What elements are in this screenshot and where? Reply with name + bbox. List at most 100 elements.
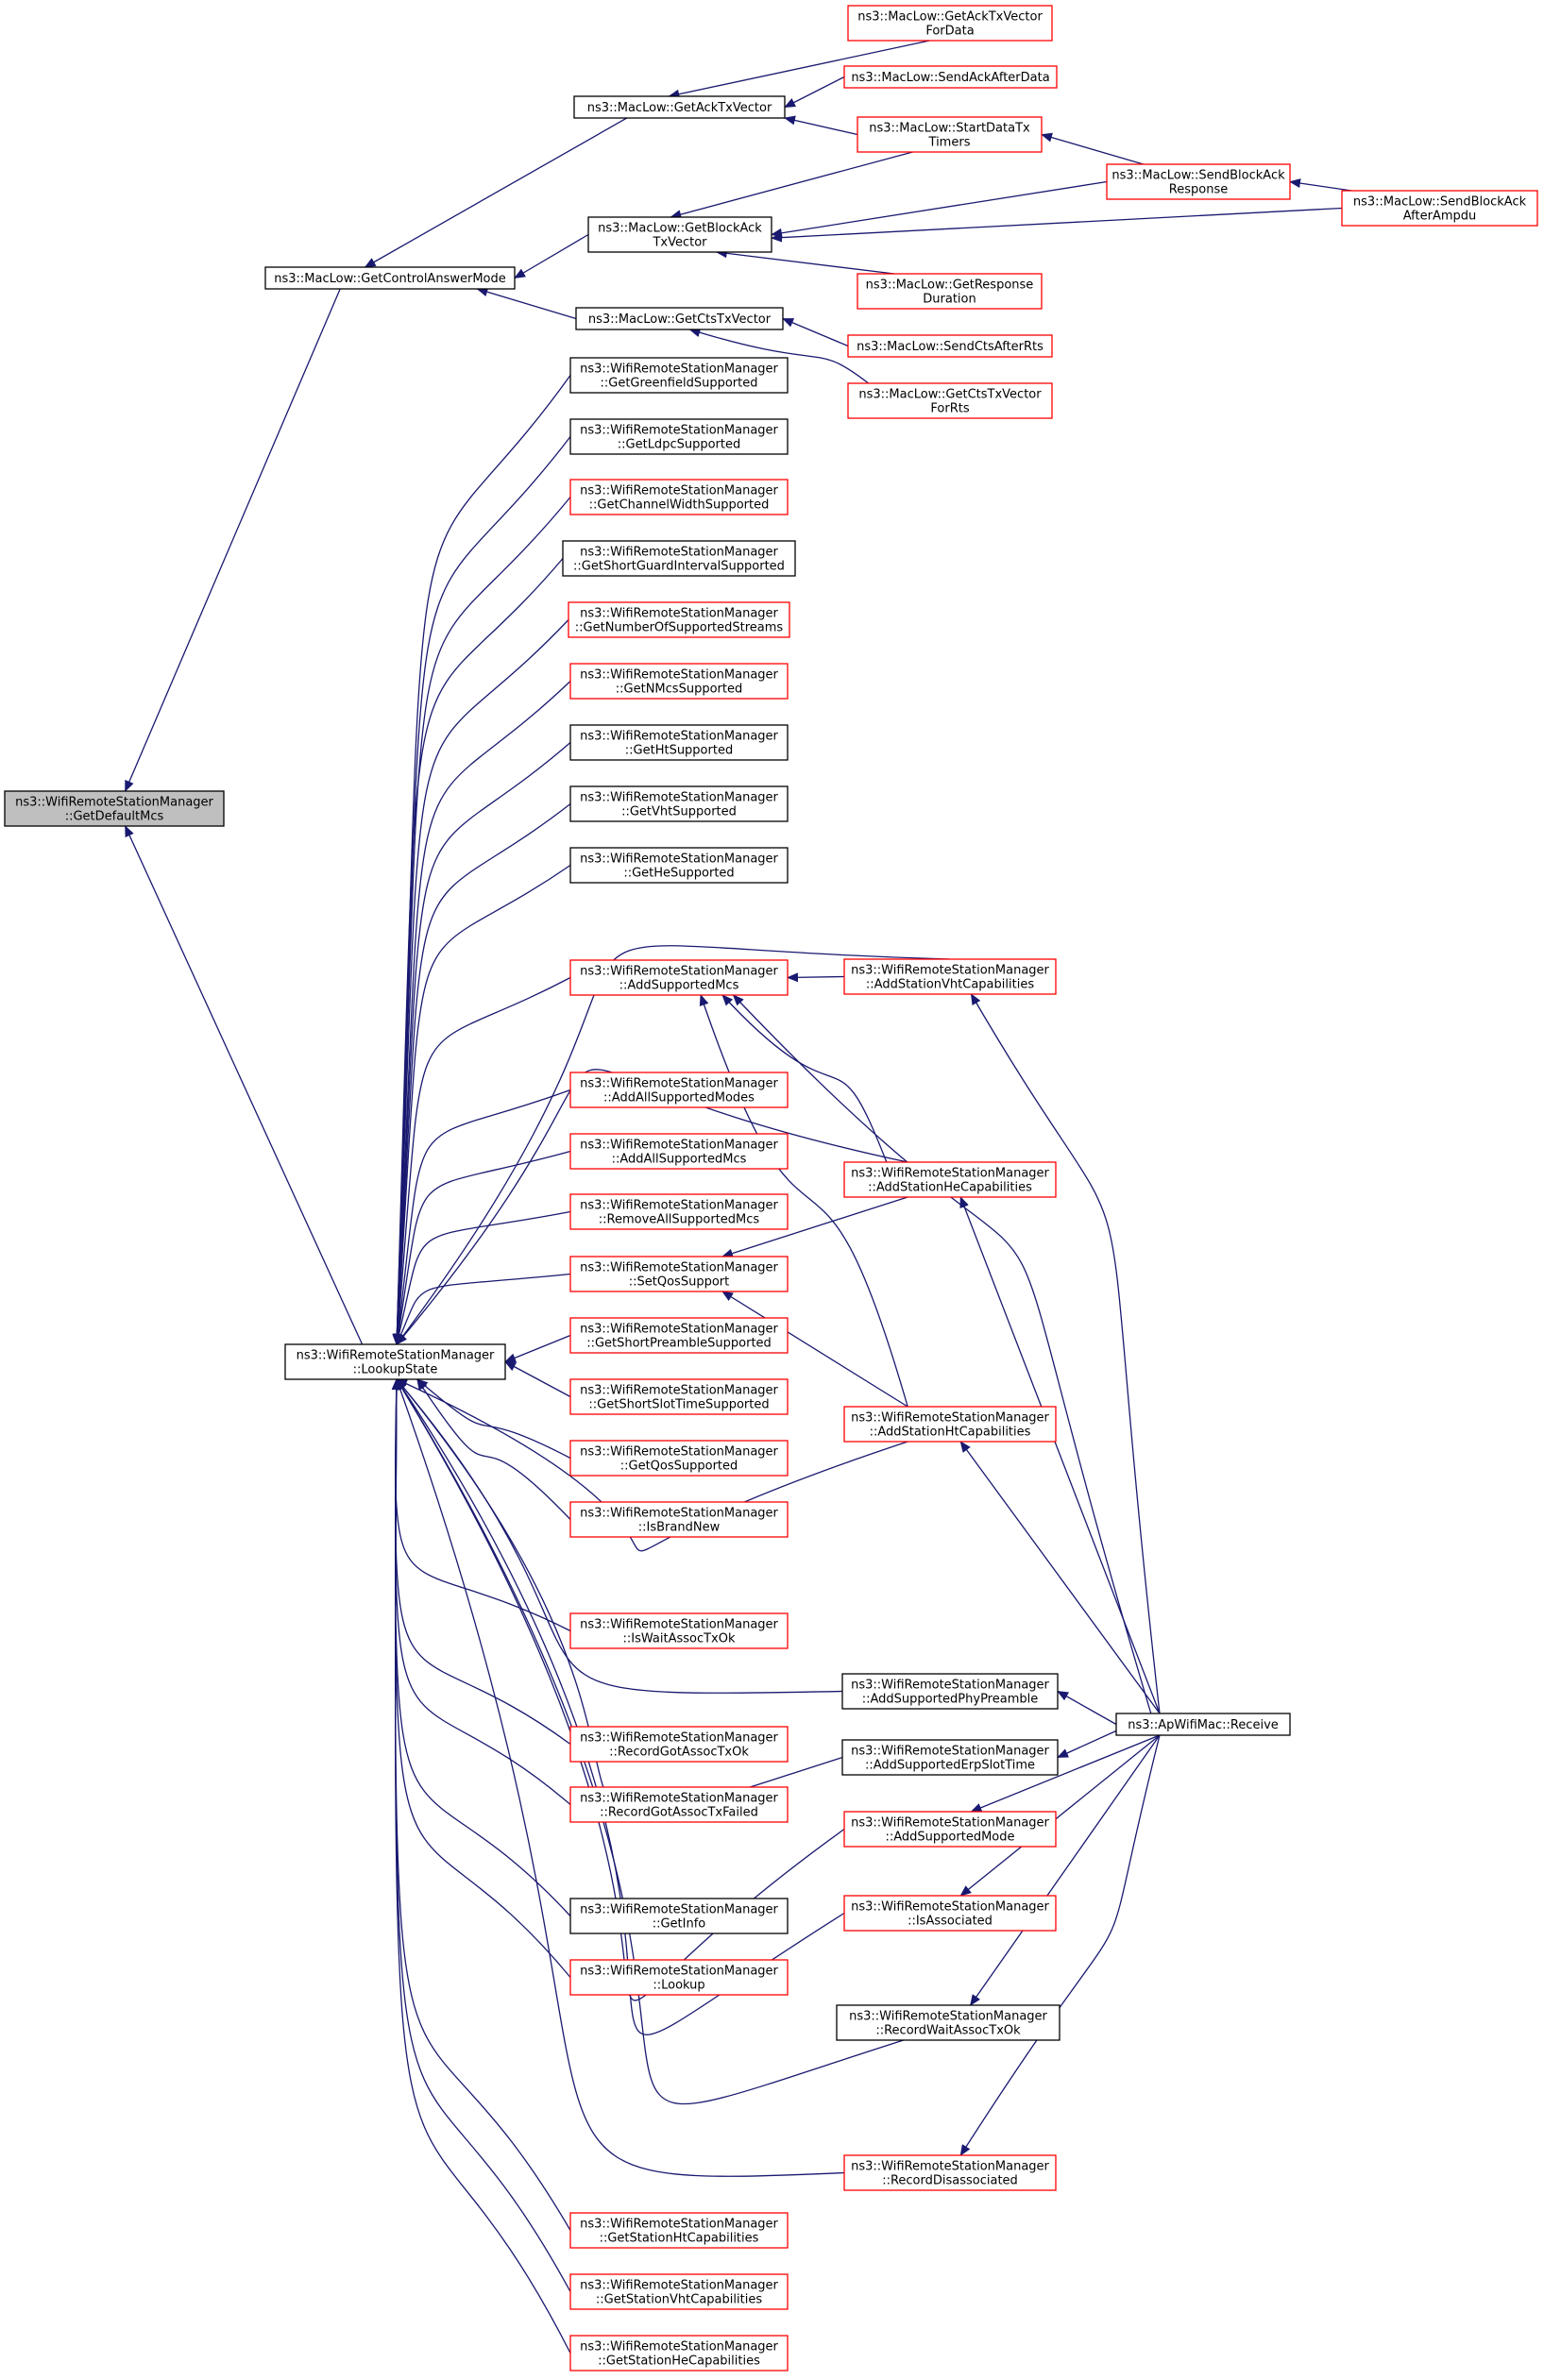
node-getCtsTxVector[interactable]: ns3::MacLow::GetCtsTxVector	[575, 307, 784, 330]
node-label: ::IsBrandNew	[638, 1521, 721, 1535]
node-label: ns3::WifiRemoteStationManager	[580, 607, 778, 621]
node-recordWaitAssocTxOk[interactable]: ns3::WifiRemoteStationManager::RecordWai…	[836, 2004, 1060, 2041]
edge-lookupState-addAllSupportedModes	[393, 1089, 571, 1345]
node-getHeSupported[interactable]: ns3::WifiRemoteStationManager::GetHeSupp…	[569, 847, 789, 884]
node-addStationHtCapabilities[interactable]: ns3::WifiRemoteStationManager::AddStatio…	[843, 1406, 1057, 1443]
node-label: ns3::WifiRemoteStationManager	[580, 484, 778, 498]
edge-lookupState-recordGotAssocTxOk	[391, 1378, 571, 1746]
node-recordDisassociated[interactable]: ns3::WifiRemoteStationManager::RecordDis…	[843, 2154, 1057, 2191]
node-getNMcsSupported[interactable]: ns3::WifiRemoteStationManager::GetNMcsSu…	[569, 663, 789, 700]
node-getShortSlotTimeSupported[interactable]: ns3::WifiRemoteStationManager::GetShortS…	[569, 1378, 789, 1415]
node-getShortPreambleSupported[interactable]: ns3::WifiRemoteStationManager::GetShortP…	[569, 1317, 789, 1354]
node-label: Response	[1169, 183, 1228, 197]
node-addAllSupportedMcs[interactable]: ns3::WifiRemoteStationManager::AddAllSup…	[569, 1133, 789, 1170]
node-label: ns3::WifiRemoteStationManager	[15, 796, 213, 810]
node-label: ns3::WifiRemoteStationManager	[580, 1731, 778, 1746]
node-getStationHeCapabilities[interactable]: ns3::WifiRemoteStationManager::GetStatio…	[569, 2335, 789, 2372]
node-getStationVhtCapabilities[interactable]: ns3::WifiRemoteStationManager::GetStatio…	[569, 2273, 789, 2310]
node-label: ns3::WifiRemoteStationManager	[580, 852, 778, 867]
node-label: ns3::MacLow::GetControlAnswerMode	[274, 272, 505, 286]
node-addSupportedErpSlotTime[interactable]: ns3::WifiRemoteStationManager::AddSuppor…	[841, 1739, 1059, 1776]
node-label: ::AddStationVhtCapabilities	[866, 978, 1034, 992]
node-getInfo[interactable]: ns3::WifiRemoteStationManager::GetInfo	[569, 1898, 789, 1934]
node-removeAllSupportedMcs[interactable]: ns3::WifiRemoteStationManager::RemoveAll…	[569, 1193, 789, 1230]
node-box	[857, 273, 1043, 310]
node-isWaitAssocTxOk[interactable]: ns3::WifiRemoteStationManager::IsWaitAss…	[569, 1612, 789, 1649]
node-box	[569, 2273, 789, 2310]
node-sendAckAfterData[interactable]: ns3::MacLow::SendAckAfterData	[843, 65, 1058, 89]
node-box	[569, 2212, 789, 2249]
edge-addStationVhtCapabilities-apWifiMacReceive	[970, 993, 1161, 1714]
node-box	[1106, 163, 1291, 200]
node-getHtSupported[interactable]: ns3::WifiRemoteStationManager::GetHtSupp…	[569, 724, 789, 761]
node-lookup[interactable]: ns3::WifiRemoteStationManager::Lookup	[569, 1959, 789, 1996]
edges	[125, 40, 1352, 2354]
edge-lookupState-setQosSupport	[396, 1273, 571, 1345]
node-label: ::GetVhtSupported	[621, 805, 737, 819]
node-box	[569, 724, 789, 761]
node-label: ns3::WifiRemoteStationManager	[580, 2279, 778, 2293]
node-box	[841, 1739, 1059, 1776]
node-box	[587, 216, 772, 253]
node-label: ns3::MacLow::GetAckTxVector	[857, 10, 1043, 25]
node-label: ns3::WifiRemoteStationManager	[851, 1679, 1049, 1693]
node-label: ns3::WifiRemoteStationManager	[580, 1199, 778, 1213]
node-box	[575, 307, 784, 330]
node-recordGotAssocTxOk[interactable]: ns3::WifiRemoteStationManager::RecordGot…	[569, 1726, 789, 1763]
node-box	[843, 1811, 1057, 1848]
node-addStationHeCapabilities[interactable]: ns3::WifiRemoteStationManager::AddStatio…	[843, 1161, 1057, 1198]
edge-lookupState-getInfo	[391, 1378, 571, 1916]
node-isAssociated[interactable]: ns3::WifiRemoteStationManager::IsAssocia…	[843, 1895, 1057, 1932]
node-recordGotAssocTxFailed[interactable]: ns3::WifiRemoteStationManager::RecordGot…	[569, 1786, 789, 1823]
edge-getDefaultMcs-getControlAnswerMode	[125, 288, 341, 792]
node-addAllSupportedModes[interactable]: ns3::WifiRemoteStationManager::AddAllSup…	[569, 1072, 789, 1108]
node-lookupState[interactable]: ns3::WifiRemoteStationManager::LookupSta…	[284, 1343, 506, 1380]
node-label: ns3::MacLow::SendBlockAck	[1111, 169, 1285, 183]
node-getLdpcSupported[interactable]: ns3::WifiRemoteStationManager::GetLdpcSu…	[569, 418, 789, 455]
node-getNumberOfSupportedStreams[interactable]: ns3::WifiRemoteStationManager::GetNumber…	[568, 601, 790, 638]
edge-getCtsTxVector-getCtsTxVectorForRts	[688, 328, 869, 384]
node-box	[843, 1895, 1057, 1932]
node-getStationHtCapabilities[interactable]: ns3::WifiRemoteStationManager::GetStatio…	[569, 2212, 789, 2249]
node-addSupportedMcs[interactable]: ns3::WifiRemoteStationManager::AddSuppor…	[569, 959, 789, 996]
node-getShortGuardIntervalSupported[interactable]: ns3::WifiRemoteStationManager::GetShortG…	[562, 540, 796, 577]
edge-getAckTxVector-startDataTxTimers	[784, 115, 858, 136]
edge-getDefaultMcs-lookupState	[125, 825, 364, 1345]
node-box	[284, 1343, 506, 1380]
node-sendCtsAfterRts[interactable]: ns3::MacLow::SendCtsAfterRts	[847, 334, 1053, 358]
edge-lookupState-getNumberOfSupportedStreams	[392, 619, 569, 1345]
node-box	[264, 266, 516, 290]
node-box	[847, 382, 1053, 419]
node-label: ns3::WifiRemoteStationManager	[580, 1323, 778, 1337]
edge-getBlockAckTxVector-startDataTxTimers	[670, 151, 913, 219]
node-addSupportedMode[interactable]: ns3::WifiRemoteStationManager::AddSuppor…	[843, 1811, 1057, 1848]
edge-getBlockAckTxVector-sendBlockAckAfterAmpdu	[771, 207, 1343, 243]
node-label: ns3::WifiRemoteStationManager	[580, 965, 778, 979]
node-label: ns3::MacLow::GetCtsTxVector	[588, 312, 772, 327]
node-box	[569, 1786, 789, 1823]
node-addStationVhtCapabilities[interactable]: ns3::WifiRemoteStationManager::AddStatio…	[843, 958, 1057, 995]
node-getControlAnswerMode[interactable]: ns3::MacLow::GetControlAnswerMode	[264, 266, 516, 290]
node-addSupportedPhyPreamble[interactable]: ns3::WifiRemoteStationManager::AddSuppor…	[841, 1673, 1059, 1710]
node-getAckTxVector[interactable]: ns3::MacLow::GetAckTxVector	[573, 95, 786, 119]
node-setQosSupport[interactable]: ns3::WifiRemoteStationManager::SetQosSup…	[569, 1256, 789, 1292]
edge-lookupState-getHtSupported	[392, 742, 571, 1345]
node-getGreenfieldSupported[interactable]: ns3::WifiRemoteStationManager::GetGreenf…	[569, 357, 789, 394]
node-apWifiMacReceive[interactable]: ns3::ApWifiMac::Receive	[1115, 1713, 1291, 1736]
edge-lookupState-getShortPreambleSupported	[504, 1334, 571, 1363]
node-box	[841, 1673, 1059, 1710]
node-isBrandNew[interactable]: ns3::WifiRemoteStationManager::IsBrandNe…	[569, 1501, 789, 1538]
node-getQosSupported[interactable]: ns3::WifiRemoteStationManager::GetQosSup…	[569, 1440, 789, 1477]
node-getVhtSupported[interactable]: ns3::WifiRemoteStationManager::GetVhtSup…	[569, 785, 789, 822]
node-label: ::GetGreenfieldSupported	[601, 377, 758, 391]
node-label: ::IsWaitAssocTxOk	[623, 1632, 736, 1646]
node-getChannelWidthSupported[interactable]: ns3::WifiRemoteStationManager::GetChanne…	[569, 479, 789, 515]
edge-getControlAnswerMode-getBlockAckTxVector	[514, 233, 589, 279]
